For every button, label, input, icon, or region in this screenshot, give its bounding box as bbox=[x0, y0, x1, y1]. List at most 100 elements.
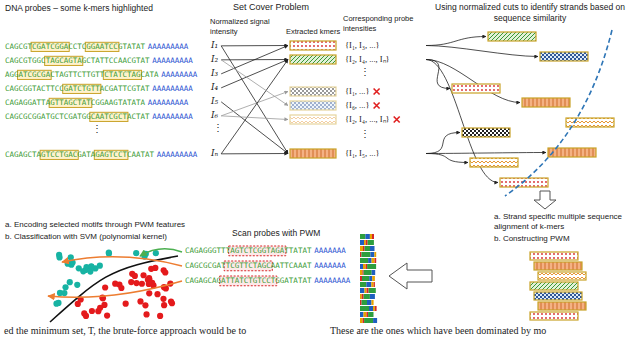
reject-cross bbox=[374, 89, 380, 95]
data-point bbox=[74, 282, 80, 288]
kmer-box bbox=[534, 292, 582, 300]
data-point bbox=[67, 279, 73, 285]
column-heading: Corresponding probe intensities bbox=[343, 14, 423, 34]
pwm-logo bbox=[368, 258, 372, 263]
pwm-logo bbox=[370, 246, 375, 251]
intensity-label: I₂ bbox=[211, 54, 218, 66]
data-point bbox=[88, 263, 94, 269]
kmer-box bbox=[290, 87, 336, 96]
data-point bbox=[53, 301, 59, 307]
pwm-logo bbox=[360, 240, 364, 245]
ellipsis: ⋮ bbox=[360, 127, 370, 140]
pwm-logo bbox=[361, 252, 370, 257]
flow-arrow bbox=[534, 191, 556, 209]
mapping-arrow bbox=[221, 92, 288, 116]
pwm-logo bbox=[372, 234, 374, 239]
probe-sequence: CAGAGGGTTTAGTCTCGGTAGATTATAT bbox=[185, 246, 311, 256]
svm-boundary bbox=[50, 256, 178, 322]
data-point bbox=[62, 284, 68, 290]
data-point bbox=[80, 268, 86, 274]
probe-sequence: CAGAGCAGATTATCTGTCCTGGATATAT bbox=[185, 276, 311, 286]
probe-sequence: CAGCGTGGCTAGCAGTAGCTATTCCAACGTAT bbox=[5, 56, 150, 66]
pwm-logo bbox=[360, 294, 362, 299]
data-point bbox=[97, 263, 103, 269]
data-point bbox=[106, 249, 112, 255]
data-point bbox=[112, 281, 118, 287]
data-point bbox=[146, 281, 152, 287]
feature-arrow bbox=[48, 281, 182, 297]
mapping-arrow bbox=[221, 102, 288, 154]
kmer-box bbox=[462, 128, 510, 137]
data-point bbox=[61, 290, 67, 296]
pwm-logo bbox=[360, 288, 365, 293]
probe-sequence: CAGAGGATTAGTTAGCTATCGGAAGTATATA bbox=[5, 98, 145, 108]
intensity-set: {I₂, I₄, ..., Iₙ} bbox=[345, 114, 390, 125]
kmer-box bbox=[290, 149, 336, 158]
cluster-arrow bbox=[426, 46, 538, 57]
kmer-box bbox=[522, 98, 570, 107]
mapping-arrow bbox=[221, 116, 288, 120]
kmer-box bbox=[540, 52, 588, 61]
pwm-logo bbox=[369, 276, 372, 281]
probe-sequence: CAGCGCGATTCGTTCTAGCAATTCAAAT bbox=[185, 261, 311, 271]
pwm-logo bbox=[360, 258, 368, 263]
step-note: a. Encoding selected motifs through PWM … bbox=[5, 220, 185, 230]
poly-a-tail: AAAAAAA bbox=[314, 246, 346, 256]
pwm-logo bbox=[364, 294, 370, 299]
pwm-logo bbox=[363, 318, 364, 323]
pwm-logo bbox=[375, 306, 377, 311]
paper-text: ed the minimum set, T, the brute-force a… bbox=[4, 324, 246, 337]
data-point bbox=[161, 302, 167, 308]
section-heading: Using normalized cuts to identify strand… bbox=[428, 2, 632, 24]
pwm-logo bbox=[360, 318, 363, 323]
poly-a-tail: AAAAAAAAA bbox=[148, 98, 189, 108]
intensity-label: I₄ bbox=[211, 82, 218, 94]
paper-text: These are the ones which have been domin… bbox=[330, 324, 546, 337]
data-point bbox=[133, 280, 139, 286]
pwm-logo bbox=[370, 252, 374, 257]
intensity-label: Iₙ bbox=[211, 148, 218, 160]
pwm-logo bbox=[360, 312, 364, 317]
data-point bbox=[123, 301, 129, 307]
kmer-box bbox=[500, 178, 548, 187]
pwm-logo bbox=[363, 246, 365, 251]
mapping-arrow bbox=[221, 153, 288, 154]
pwm-logo bbox=[360, 276, 362, 281]
intensity-label: I₃ bbox=[211, 68, 218, 80]
pwm-logo bbox=[374, 282, 375, 287]
section-heading: Set Cover Problem bbox=[233, 2, 309, 14]
data-point bbox=[89, 308, 95, 314]
data-point bbox=[139, 281, 145, 287]
pwm-logo bbox=[362, 276, 369, 281]
kmer-box bbox=[538, 302, 586, 310]
pwm-logo bbox=[365, 234, 370, 239]
data-point bbox=[154, 291, 160, 297]
kmer-box bbox=[452, 84, 500, 93]
pwm-logo bbox=[360, 306, 369, 311]
pwm-logo bbox=[360, 234, 365, 239]
pwm-logo bbox=[373, 318, 377, 323]
pwm-logo bbox=[373, 306, 375, 311]
cluster-arrow bbox=[426, 153, 546, 154]
kmer-box bbox=[530, 252, 578, 260]
pwm-logo bbox=[369, 288, 376, 293]
pwm-logo bbox=[363, 264, 366, 269]
kmer-box bbox=[470, 158, 518, 167]
data-point bbox=[153, 250, 159, 256]
pwm-logo bbox=[364, 312, 367, 317]
probe-sequence: CAGCGGTACTTCCGATCTGTTACGATTCGTAT bbox=[5, 84, 150, 94]
pwm-logo bbox=[370, 294, 375, 299]
pwm-logo bbox=[360, 282, 366, 287]
data-point bbox=[106, 250, 112, 256]
pwm-logo bbox=[366, 240, 368, 245]
ellipsis: ⋮ bbox=[92, 122, 102, 135]
pwm-logo bbox=[370, 234, 372, 239]
data-point bbox=[152, 265, 158, 271]
pwm-logo bbox=[365, 246, 370, 251]
ellipsis: ⋮ bbox=[360, 65, 370, 78]
data-point bbox=[56, 254, 62, 260]
intensity-label: I₅ bbox=[211, 96, 218, 108]
data-point bbox=[160, 296, 166, 302]
pwm-logo bbox=[372, 276, 375, 281]
pwm-logo bbox=[366, 282, 371, 287]
